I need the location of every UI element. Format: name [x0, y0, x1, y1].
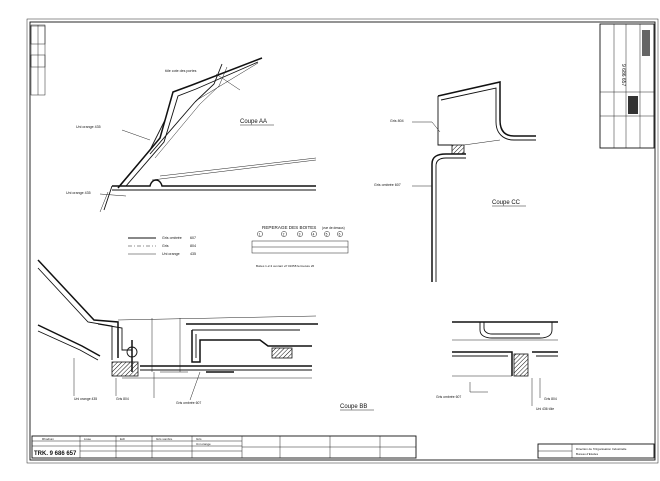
reperage-marker-3: 3 — [299, 232, 301, 236]
legend-code-0: 607 — [190, 236, 196, 240]
reperage-marker-2: 2 — [283, 232, 285, 236]
bb-label-ombree: Gris ombrée 607 — [176, 401, 201, 405]
reperage-marker-4: 4 — [313, 232, 315, 236]
side-reference: 9 686 657 — [620, 64, 626, 86]
left-margin-marks — [30, 24, 46, 96]
section-cc — [412, 81, 536, 282]
legend-code-1: 804 — [190, 244, 196, 248]
cc-label-gris: Gris 804 — [390, 119, 404, 123]
aa-label-top: tôle cote des portes — [165, 69, 197, 73]
reperage-marker-6: 6 — [339, 232, 341, 236]
title-block-row-4: Gris — [196, 437, 202, 441]
legend-code-2: 435 — [190, 252, 196, 256]
legend — [128, 237, 156, 255]
company-stamp — [537, 443, 655, 459]
stamp-title: Direction de l'Organisation Industrielle — [576, 447, 627, 451]
title-block-row-1: Lisse — [84, 437, 91, 441]
bb-label-gris: Gris 804 — [116, 397, 129, 401]
bb-right-label-ombree: Gris ombrée 607 — [436, 395, 461, 399]
aa-label-low: Uni orange 435 — [66, 191, 91, 195]
cc-label-ombree: Gris ombrée 607 — [374, 183, 401, 187]
section-bb-right — [452, 321, 558, 406]
title-block-row-5: Uni orange — [196, 442, 211, 446]
sheet-reference: TRK. 9 686 657 — [34, 451, 77, 457]
title-block-row-3: Gris sombre — [156, 437, 173, 441]
title-block — [31, 435, 417, 459]
title-block-row-0: Rhodium — [42, 437, 55, 441]
bb-right-label-uni: Uni 436 tôle — [536, 407, 554, 411]
reperage-note: Boites 1-2-3 ouvrant vrf 01658 fermeture… — [256, 264, 315, 268]
stamp-subtitle: Bureau d'Etudes — [576, 452, 599, 456]
aa-section-title: Coupe AA — [240, 119, 267, 125]
bb-section-title: Coupe BB — [340, 404, 367, 410]
bb-label-orange: Uni orange 435 — [74, 397, 97, 401]
legend-name-0: Gris ombrée — [162, 236, 182, 240]
section-aa — [99, 57, 317, 213]
aa-label-mid: Uni orange 435 — [76, 125, 101, 129]
title-block-row-2: Ech — [120, 437, 126, 441]
bb-right-label-gris: Gris 804 — [544, 397, 557, 401]
right-title-strip — [599, 23, 655, 149]
legend-name-2: Uni orange — [162, 252, 180, 256]
reperage-markers — [257, 231, 343, 237]
reperage-title: REPERAGE DES BOITES — [262, 225, 316, 230]
reperage-subtitle: (vue de dessus) — [322, 226, 345, 230]
sheet-frame — [29, 21, 656, 461]
cc-section-title: Coupe CC — [492, 200, 521, 206]
section-bb — [37, 259, 318, 401]
sheet-outer-frame — [26, 18, 659, 464]
reperage-marker-1: 1 — [259, 232, 261, 236]
legend-name-1: Gris — [162, 244, 169, 248]
reperage-marker-5: 5 — [326, 232, 328, 236]
